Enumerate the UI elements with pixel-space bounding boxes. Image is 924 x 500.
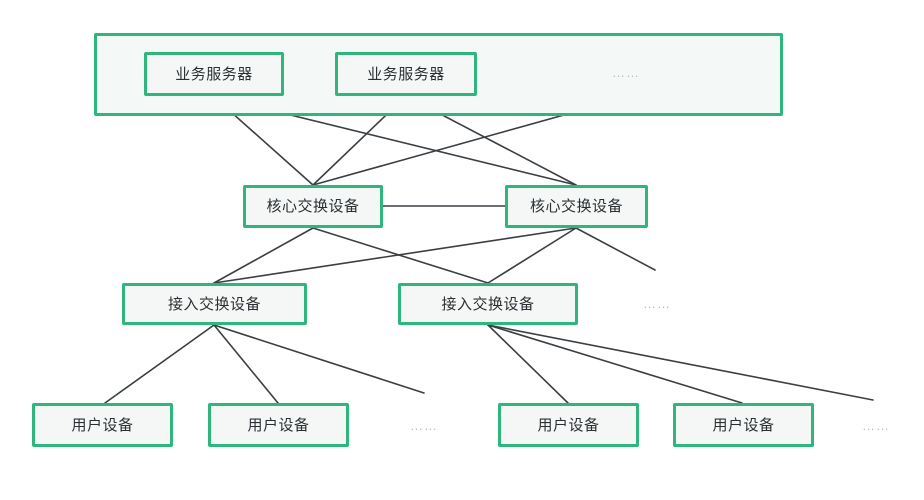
node-label-acc1: 接入交换设备 <box>167 295 261 313</box>
node-core1[interactable]: 核心交换设备 <box>243 185 383 228</box>
node-usr2[interactable]: 用户设备 <box>208 403 349 447</box>
node-usr3[interactable]: 用户设备 <box>498 403 639 447</box>
node-core2[interactable]: 核心交换设备 <box>505 185 648 228</box>
edge-core2-to-acc-extra <box>575 227 656 271</box>
node-label-usr2: 用户设备 <box>247 416 310 434</box>
node-label-svr2: 业务服务器 <box>367 65 445 83</box>
ellipsis-usr-ellipsis-2: …… <box>862 418 890 433</box>
edge-acc2-to-usr3 <box>487 324 569 404</box>
edge-core2-to-acc1 <box>213 227 577 284</box>
node-acc1[interactable]: 接入交换设备 <box>122 283 307 325</box>
node-usr1[interactable]: 用户设备 <box>32 403 173 447</box>
edge-acc1-to-usr-extra-1 <box>213 324 425 394</box>
node-acc2[interactable]: 接入交换设备 <box>398 283 578 325</box>
edge-acc2-to-usr-extra-2 <box>487 324 874 401</box>
node-label-core2: 核心交换设备 <box>529 198 623 215</box>
edge-acc1-to-usr2 <box>213 324 279 404</box>
node-label-core1: 核心交换设备 <box>266 198 360 215</box>
edge-acc2-to-usr4 <box>487 324 743 404</box>
ellipsis-usr-ellipsis-1: …… <box>410 418 438 433</box>
edge-core1-to-acc2 <box>312 227 489 284</box>
node-label-svr1: 业务服务器 <box>175 65 253 83</box>
node-label-usr3: 用户设备 <box>537 416 600 434</box>
ellipsis-svr-ellipsis: …… <box>612 65 640 80</box>
ellipsis-acc-ellipsis: …… <box>643 296 671 311</box>
node-usr4[interactable]: 用户设备 <box>673 403 814 447</box>
node-svr1[interactable]: 业务服务器 <box>144 52 284 96</box>
edge-core1-to-acc1 <box>213 227 314 284</box>
node-label-usr4: 用户设备 <box>712 416 775 434</box>
node-label-acc2: 接入交换设备 <box>441 295 535 313</box>
node-label-usr1: 用户设备 <box>71 416 134 434</box>
edge-core2-to-acc2 <box>487 227 577 284</box>
edge-acc1-to-usr1 <box>104 324 215 404</box>
node-svr2[interactable]: 业务服务器 <box>335 52 477 96</box>
